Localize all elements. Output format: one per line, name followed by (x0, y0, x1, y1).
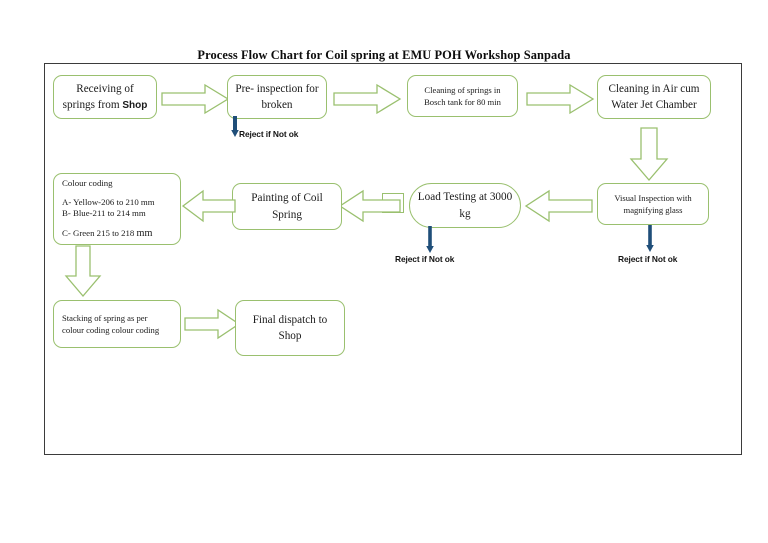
reject-label-pre-inspection: Reject if Not ok (239, 129, 299, 139)
arrow-visual-to-load-testing (524, 189, 593, 223)
arrow-bosch-to-air-water (526, 83, 595, 115)
node-final-dispatch[interactable]: Final dispatch to Shop (235, 300, 345, 356)
node-painting-line2: Spring (272, 208, 302, 221)
node-load-testing-line1: Load Testing at 3000 (417, 191, 513, 204)
node-air-water-line2: Water Jet Chamber (611, 99, 697, 111)
page-title: Process Flow Chart for Coil spring at EM… (197, 48, 571, 62)
reject-label-load-testing: Reject if Not ok (395, 254, 455, 264)
node-colour-coding[interactable]: Colour coding A- Yellow-206 to 210 mm B-… (53, 173, 181, 245)
arrow-load-testing-to-painting (338, 189, 401, 223)
arrow-receiving-to-pre-inspection (161, 83, 230, 115)
node-painting-line1: Painting of Coil (251, 192, 323, 205)
colour-coding-item-c-text: C- Green 215 to 218 (62, 228, 137, 239)
node-final-dispatch-line2: Shop (278, 330, 302, 342)
node-visual-line1: Visual Inspection with (614, 192, 692, 203)
node-final-dispatch-line1: Final dispatch to (252, 313, 328, 326)
reject-arrow-load-testing (425, 226, 439, 254)
node-receiving-springs[interactable]: Receiving of springs from Shop (53, 75, 157, 119)
colour-coding-item-c-unit: mm (136, 228, 153, 240)
node-stacking[interactable]: Stacking of spring as per colour coding … (53, 300, 181, 348)
node-stacking-line1: Stacking of spring as per (62, 312, 148, 323)
node-receiving-line2-bold: Shop (122, 99, 148, 111)
node-receiving-line2-prefix: springs from (62, 98, 123, 111)
reject-label-visual-inspection: Reject if Not ok (618, 254, 678, 264)
reject-arrow-visual-inspection (645, 225, 659, 253)
arrow-pre-inspection-to-bosch (333, 83, 402, 115)
node-pre-inspection-line2: broken (261, 99, 293, 111)
arrow-painting-to-colour-coding (181, 189, 236, 223)
node-air-water-line1: Cleaning in Air cum (608, 82, 700, 95)
colour-coding-item-c: C- Green 215 to 218 mm (62, 227, 174, 241)
arrow-colour-coding-to-stacking (64, 245, 102, 298)
node-bosch-line1: Cleaning of springs in (424, 84, 501, 95)
reject-arrow-pre-inspection (230, 116, 244, 138)
node-load-testing[interactable]: Load Testing at 3000 kg (409, 183, 521, 228)
node-visual-inspection[interactable]: Visual Inspection with magnifying glass (597, 183, 709, 225)
node-visual-line2: magnifying glass (623, 205, 683, 215)
node-pre-inspection[interactable]: Pre- inspection for broken (227, 75, 327, 119)
node-painting[interactable]: Painting of Coil Spring (232, 183, 342, 230)
arrow-stacking-to-final-dispatch (184, 308, 241, 340)
node-bosch-cleaning[interactable]: Cleaning of springs in Bosch tank for 80… (407, 75, 518, 117)
node-stacking-line2: colour coding colour coding (62, 325, 160, 335)
arrow-air-water-to-visual (629, 127, 669, 181)
node-air-water-cleaning[interactable]: Cleaning in Air cum Water Jet Chamber (597, 75, 711, 119)
colour-coding-item-b: B- Blue-211 to 214 mm (62, 208, 146, 219)
node-receiving-line1: Receiving of (76, 82, 134, 95)
node-pre-inspection-line1: Pre- inspection for (235, 82, 319, 95)
colour-coding-item-a: A- Yellow-206 to 210 mm (62, 196, 155, 207)
colour-coding-title: Colour coding (62, 177, 113, 188)
node-bosch-line2: Bosch tank for 80 min (424, 97, 501, 107)
diagram-frame: Receiving of springs from Shop Pre- insp… (44, 63, 742, 455)
node-load-testing-line2: kg (459, 207, 471, 220)
